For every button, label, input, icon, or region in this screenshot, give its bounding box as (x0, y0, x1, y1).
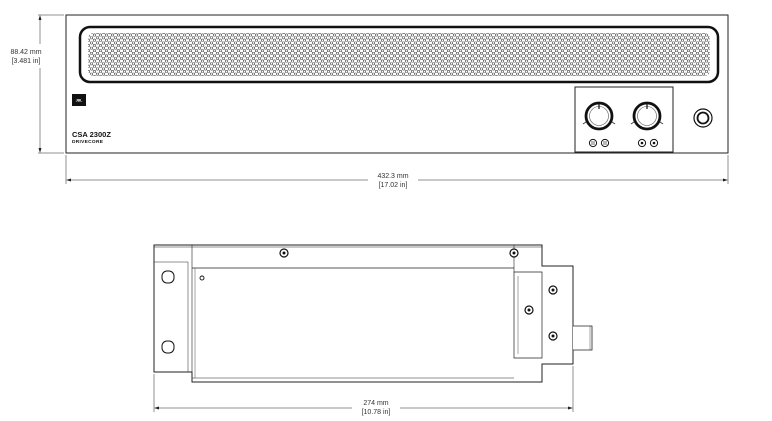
height-in-label: [3.481 in] (12, 58, 41, 65)
power-button[interactable] (693, 108, 713, 128)
screw-top-right (509, 248, 519, 258)
screw-rear-2 (524, 305, 534, 315)
side-body-outline (153, 244, 574, 383)
height-mm-label: 88.42 mm (10, 49, 41, 56)
rear-knob-stub (573, 325, 593, 351)
front-panel-outline (65, 14, 729, 154)
rear-bracket (513, 271, 543, 359)
width-mm-label: 432.3 mm (377, 173, 408, 180)
vent-grill-holes (88, 33, 710, 76)
indicator-leds-left (588, 138, 610, 148)
mounting-slot-bottom (161, 340, 175, 354)
screw-rear-1 (548, 285, 558, 295)
width-in-label: [17.02 in] (379, 182, 408, 189)
volume-knob-2[interactable] (630, 101, 664, 131)
depth-dimension (153, 366, 574, 412)
model-subtitle: DRIVECORE (72, 139, 104, 145)
depth-in-label: [10.78 in] (362, 409, 391, 416)
indicator-leds-right (637, 138, 659, 148)
front-view: JBL CSA 2300Z DRIVECORE (10, 14, 729, 189)
volume-knob-1[interactable] (582, 101, 616, 131)
side-view: 274 mm [10.78 in] (153, 244, 593, 416)
jbl-logo-icon (72, 94, 86, 106)
screw-top-left (279, 248, 289, 258)
screw-rear-3 (548, 331, 558, 341)
mounting-slot-top (161, 270, 175, 284)
jbl-logo-text: JBL (76, 99, 83, 103)
width-dimension (65, 155, 729, 184)
depth-mm-label: 274 mm (363, 400, 388, 407)
height-dimension (38, 14, 64, 154)
model-name: CSA 2300Z (72, 130, 111, 139)
